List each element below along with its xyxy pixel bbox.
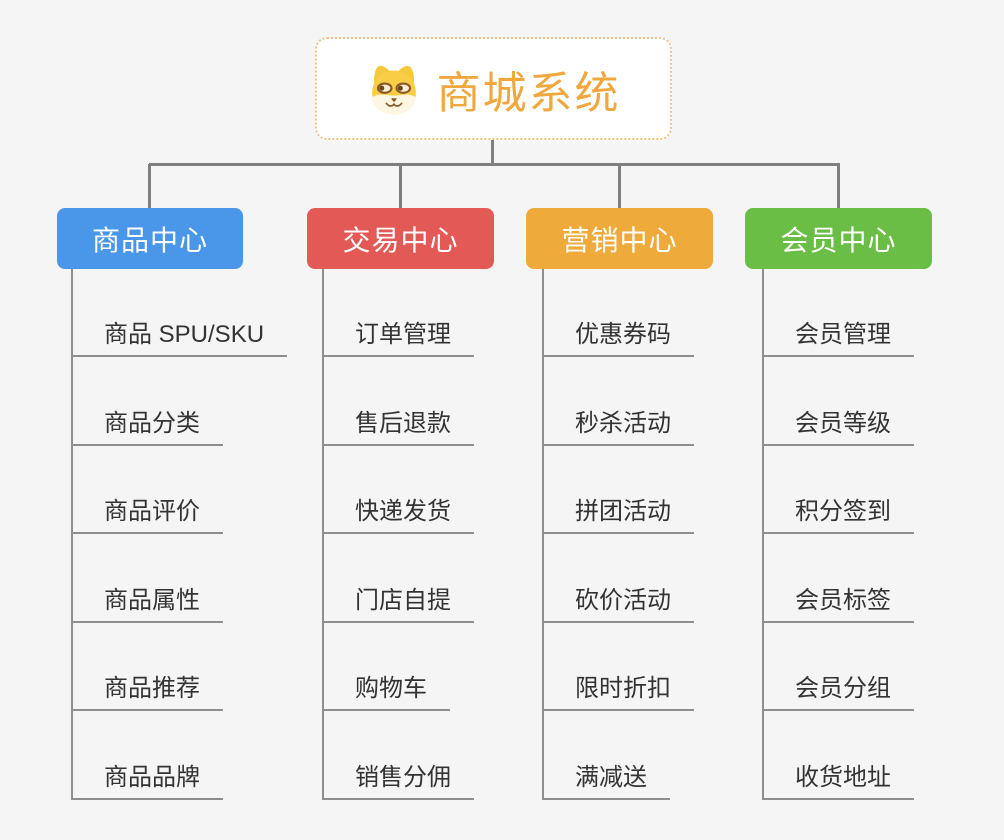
- branch-node-member-center[interactable]: 会员中心: [745, 208, 932, 269]
- drop-connector-trade-center: [399, 164, 402, 209]
- leaf-node[interactable]: 砍价活动: [542, 575, 694, 623]
- leaf-node[interactable]: 快递发货: [322, 486, 474, 534]
- branch-node-trade-center[interactable]: 交易中心: [307, 208, 494, 269]
- leaf-node[interactable]: 购物车: [322, 663, 450, 711]
- leaf-node[interactable]: 商品 SPU/SKU: [71, 309, 288, 357]
- leaf-node[interactable]: 限时折扣: [542, 663, 694, 711]
- leaf-node[interactable]: 商品推荐: [71, 663, 223, 711]
- leaf-node[interactable]: 拼团活动: [542, 486, 694, 534]
- rail-connector-trade-center: [322, 269, 324, 799]
- branch-label: 营销中心: [561, 224, 678, 256]
- leaf-node[interactable]: 积分签到: [762, 486, 914, 534]
- root-node[interactable]: 商城系统: [315, 37, 672, 140]
- leaf-node[interactable]: 收货地址: [762, 752, 914, 800]
- leaf-node[interactable]: 会员标签: [762, 575, 914, 623]
- branch-rail-connector: [149, 163, 840, 166]
- branch-node-product-center[interactable]: 商品中心: [57, 208, 243, 269]
- leaf-node[interactable]: 会员管理: [762, 309, 914, 357]
- branch-label: 交易中心: [342, 224, 459, 256]
- leaf-node[interactable]: 售后退款: [322, 398, 474, 446]
- leaf-node[interactable]: 商品评价: [71, 486, 223, 534]
- root-title: 商城系统: [436, 68, 621, 118]
- leaf-node[interactable]: 商品分类: [71, 398, 223, 446]
- leaf-node[interactable]: 商品品牌: [71, 752, 223, 800]
- leaf-node[interactable]: 优惠券码: [542, 309, 694, 357]
- doge-icon: [367, 62, 421, 116]
- branch-label: 商品中心: [91, 224, 208, 256]
- drop-connector-marketing-center: [618, 164, 621, 209]
- rail-connector-marketing-center: [542, 269, 544, 799]
- leaf-node[interactable]: 订单管理: [322, 309, 474, 357]
- branch-node-marketing-center[interactable]: 营销中心: [526, 208, 713, 269]
- rail-connector-product-center: [71, 269, 73, 799]
- leaf-node[interactable]: 销售分佣: [322, 752, 474, 800]
- leaf-node[interactable]: 秒杀活动: [542, 398, 694, 446]
- drop-connector-product-center: [148, 164, 151, 209]
- leaf-node[interactable]: 门店自提: [322, 575, 474, 623]
- leaf-node[interactable]: 商品属性: [71, 575, 223, 623]
- branch-label: 会员中心: [780, 224, 897, 256]
- root-stem-connector: [491, 140, 494, 165]
- drop-connector-member-center: [837, 164, 840, 209]
- leaf-node[interactable]: 满减送: [542, 752, 670, 800]
- leaf-node[interactable]: 会员等级: [762, 398, 914, 446]
- rail-connector-member-center: [762, 269, 764, 799]
- leaf-node[interactable]: 会员分组: [762, 663, 914, 711]
